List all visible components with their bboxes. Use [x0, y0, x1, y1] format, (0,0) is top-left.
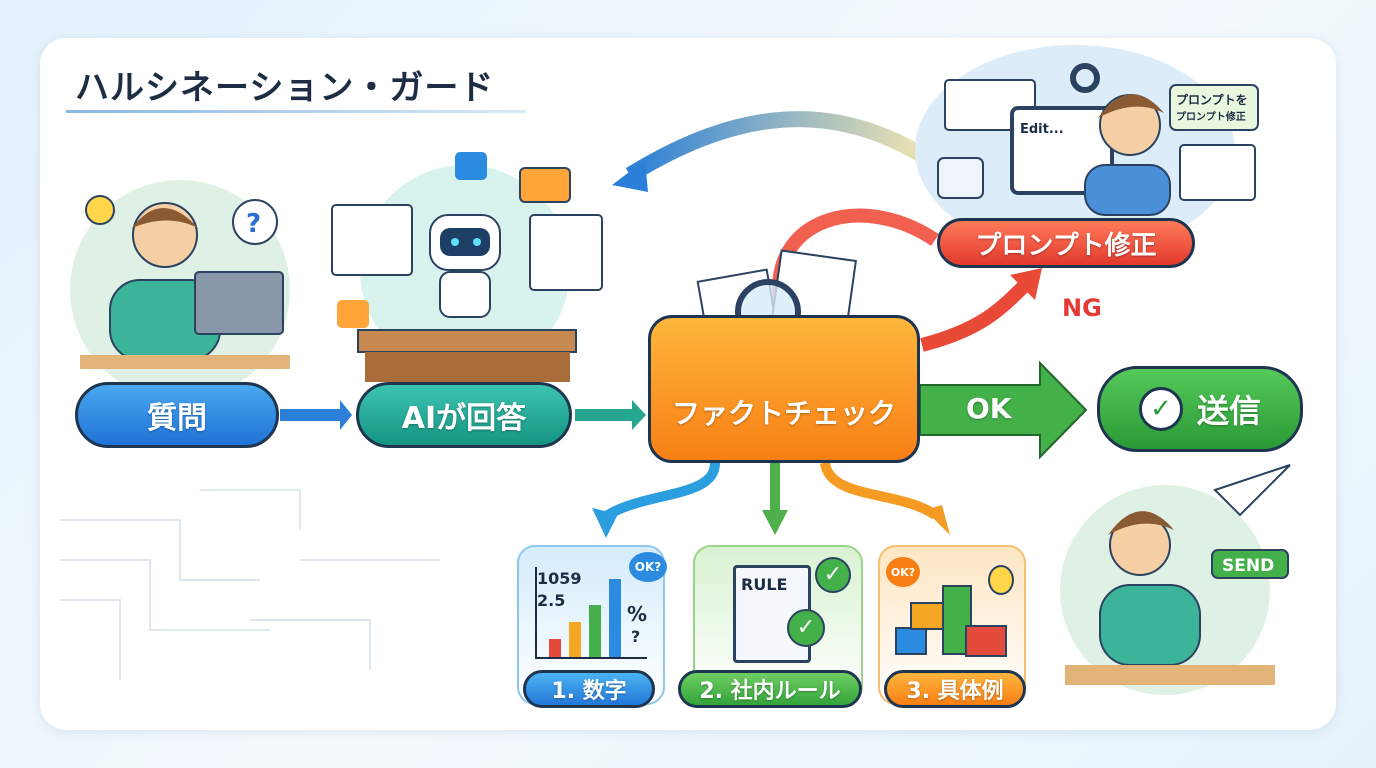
blocks-icon	[895, 627, 927, 655]
speech-bubble	[1169, 84, 1259, 131]
circuit-decoration	[60, 489, 440, 680]
bar-chart-icon	[337, 300, 369, 328]
document-window-icon	[331, 204, 413, 276]
ok-label: OK	[966, 392, 1012, 425]
ng-arrow	[920, 280, 1030, 352]
monitor-icon	[1010, 106, 1114, 195]
ok-question-badge: OK?	[886, 557, 920, 587]
step-prompt-fix[interactable]: プロンプト修正	[937, 218, 1195, 268]
return-arrow	[625, 111, 935, 182]
send-badge: SEND	[1222, 556, 1274, 576]
chart-icon	[455, 152, 487, 180]
page-title: ハルシネーション・ガード	[75, 68, 495, 108]
check-label-numbers: 1. 数字	[523, 670, 655, 708]
arrow-to-examples	[820, 461, 938, 520]
lightbulb-icon	[85, 195, 115, 225]
step-fact-check[interactable]: ファクトチェック	[648, 315, 920, 463]
ok-question-badge: OK?	[629, 552, 667, 582]
title-underline	[66, 110, 526, 113]
check-icon: ✓	[787, 609, 825, 647]
svg-text:プロンプトを: プロンプトを	[1176, 92, 1248, 107]
ok-arrow	[919, 360, 1088, 460]
gear-icon	[937, 157, 984, 199]
svg-text:Edit...: Edit...	[1020, 122, 1064, 137]
lightbulb-icon	[988, 565, 1014, 595]
check-circle-icon: ✓	[1138, 387, 1183, 431]
svg-text:プロンプト修正: プロンプト修正	[1176, 110, 1246, 123]
paper-plane-icon	[1213, 464, 1291, 517]
ng-label: NG	[1062, 294, 1102, 322]
step-question[interactable]: 質問	[75, 382, 279, 448]
send-label: 送信	[1196, 392, 1261, 430]
step-send[interactable]: ✓ 送信	[1097, 366, 1303, 452]
check-icon: ✓	[815, 557, 851, 593]
arrow-to-numbers	[597, 462, 720, 525]
check-label-rules: 2. 社内ルール	[678, 670, 862, 708]
step-ai-answer[interactable]: AIが回答	[356, 382, 572, 448]
question-bubble-icon	[232, 199, 278, 245]
chat-icon	[519, 167, 571, 203]
svg-text:?: ?	[246, 209, 261, 239]
document-window-icon	[529, 214, 603, 291]
gear-icon	[1070, 63, 1100, 93]
computer-icon	[194, 271, 284, 335]
check-label-examples: 3. 具体例	[884, 670, 1026, 708]
